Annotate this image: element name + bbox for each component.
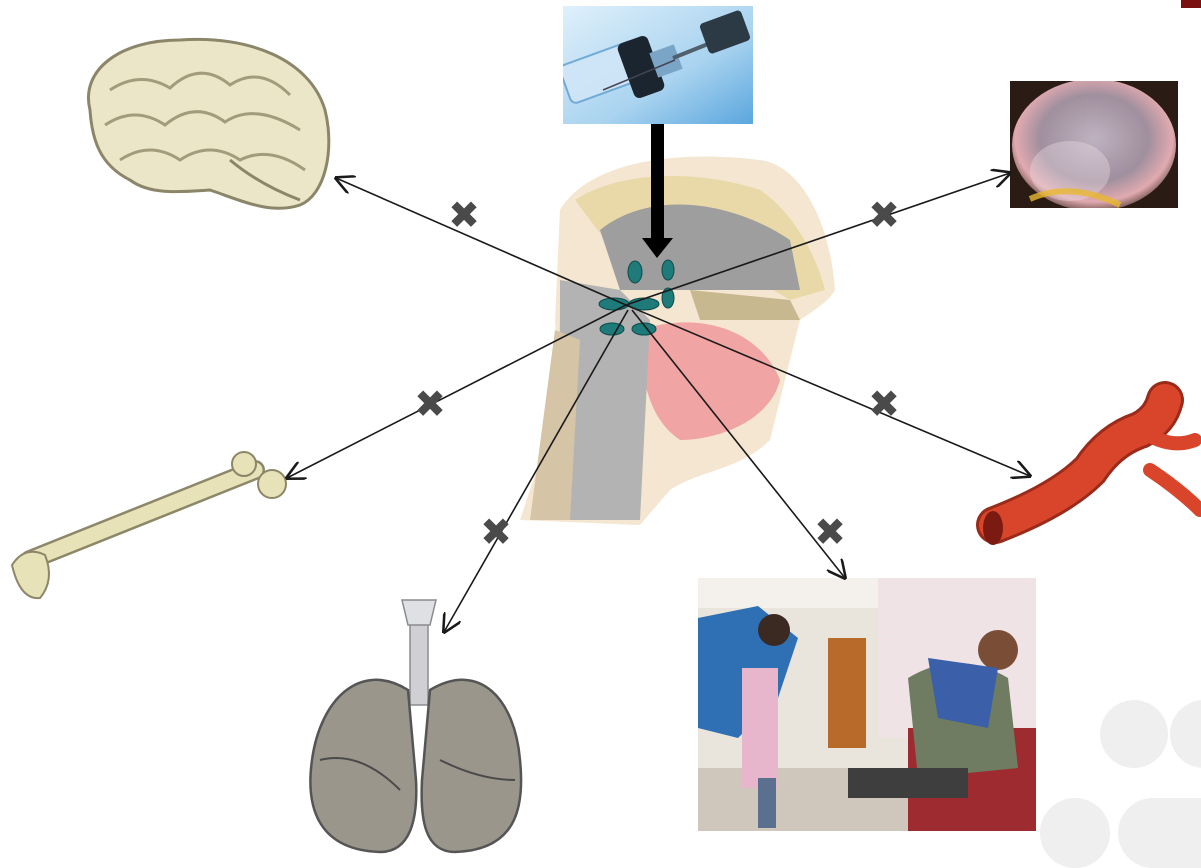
lungs-icon: [310, 600, 521, 852]
block-mark-brain: ✖: [448, 193, 480, 237]
block-mark-ear: ✖: [868, 193, 900, 237]
block-mark-artery: ✖: [868, 382, 900, 426]
brain-icon: [88, 39, 328, 208]
block-mark-people: ✖: [814, 510, 846, 554]
nasopharynx-section-icon: [520, 157, 835, 525]
block-mark-lungs: ✖: [480, 510, 512, 554]
femur-icon: [12, 452, 286, 598]
artery-icon: [983, 400, 1200, 545]
block-mark-bone: ✖: [414, 382, 446, 426]
